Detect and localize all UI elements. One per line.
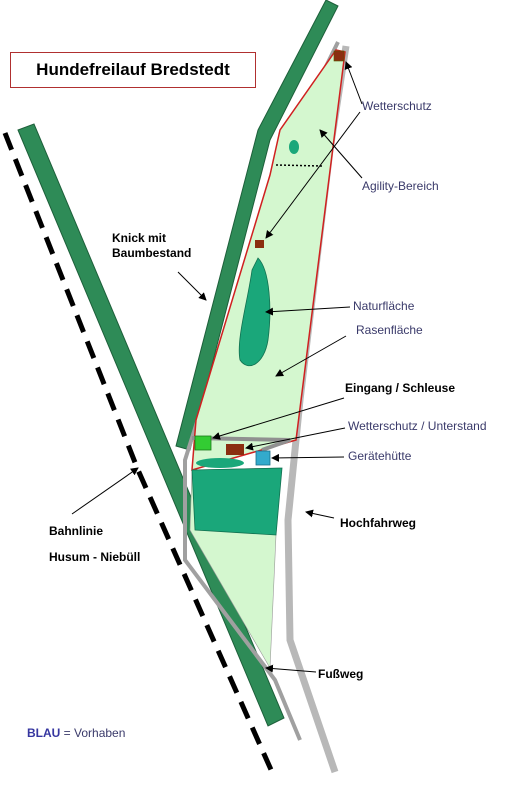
small-green-spot [289, 140, 299, 154]
arrow-knick [177, 271, 207, 301]
map-title: Hundefreilauf Bredstedt [10, 52, 256, 88]
label-naturflaeche: Naturfläche [353, 299, 415, 313]
label-wetterschutz: Wetterschutz [362, 99, 432, 113]
legend-value: Vorhaben [74, 726, 126, 740]
label-hochfahrweg: Hochfahrweg [340, 516, 417, 530]
arrow-unterstand [245, 427, 346, 451]
label-knick-line2: Baumbestand [112, 246, 192, 260]
arrow-bahnlinie [71, 467, 139, 515]
arrow-eingang [212, 397, 345, 440]
arrow-agility [319, 129, 363, 179]
weather-shelter-middle [255, 240, 264, 248]
legend-key: BLAU [27, 726, 61, 740]
entrance-gate [194, 435, 212, 451]
label-fussweg: Fußweg [318, 667, 364, 681]
label-unterstand: Wetterschutz / Unterstand [348, 419, 487, 433]
entrance-path [191, 436, 291, 452]
arrow-fussweg [265, 664, 317, 673]
nature-area [238, 257, 271, 366]
arrow-geraetehuette [271, 453, 345, 462]
label-rasenflaeche: Rasenfläche [356, 323, 423, 337]
label-knick-line1: Knick mit [112, 231, 167, 245]
arrow-wetterschutz-top [344, 61, 363, 105]
entrance-mound [196, 458, 244, 468]
arrow-wetterschutz-mid [265, 111, 361, 239]
railway-line [2, 132, 275, 774]
label-bahnlinie-line2: Husum - Niebüll [49, 550, 141, 564]
weather-shelter-top [333, 50, 345, 62]
legend-separator: = [60, 726, 75, 740]
shelter-unterstand [226, 444, 244, 455]
arrow-rasenflaeche [275, 335, 347, 377]
arrow-hochfahrweg [305, 509, 335, 519]
lower-nature-block [191, 467, 283, 536]
label-agility: Agility-Bereich [362, 179, 439, 193]
label-eingang: Eingang / Schleuse [345, 381, 456, 395]
label-bahnlinie-line1: Bahnlinie [49, 524, 104, 538]
dog-run-area [191, 49, 346, 472]
label-geraetehuette: Gerätehütte [348, 449, 412, 463]
equipment-shed [255, 450, 271, 466]
arrow-naturflaeche [265, 306, 351, 316]
legend: BLAU = Vorhaben [27, 726, 125, 740]
